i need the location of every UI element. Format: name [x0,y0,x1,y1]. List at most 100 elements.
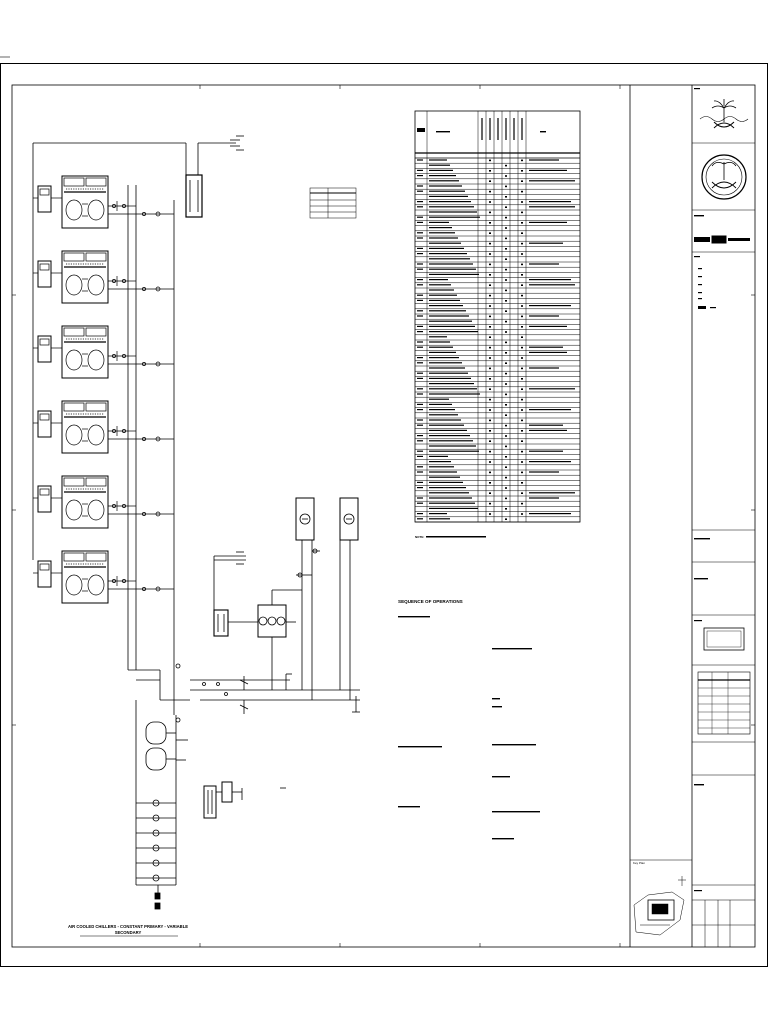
chiller-unit [33,325,174,379]
table-check-mark [521,492,523,494]
table-check-mark [489,159,491,162]
table-check-mark [521,253,523,255]
table-cell-mark [417,471,423,473]
table-check-mark [505,404,507,406]
table-check-mark [489,180,491,182]
table-check-mark [505,424,507,427]
table-cell-mark [417,169,423,171]
table-check-mark [505,310,507,312]
table-cell-mark [417,481,423,483]
table-check-mark [521,315,523,318]
table-cell-mark [529,461,571,463]
table-check-mark [521,367,523,370]
table-check-mark [505,393,507,396]
table-check-mark [489,336,491,338]
table-cell-mark [429,185,462,187]
table-cell-mark [429,518,450,520]
table-cell-mark [429,481,463,483]
table-cell-mark [429,175,456,177]
table-cell-mark [417,253,423,255]
table-check-mark [505,352,507,354]
table-check-mark [489,305,491,307]
table-check-mark [505,414,507,416]
table-cell-mark [529,284,575,286]
table-cell-mark [529,180,575,182]
table-cell-mark [529,325,567,327]
table-cell-mark [417,440,423,442]
table-check-mark [521,440,523,442]
table-check-mark [505,185,507,188]
table-check-mark [489,513,491,515]
table-cell-mark [417,221,423,223]
table-check-mark [489,315,491,318]
table-cell-mark [429,258,470,260]
table-cell-mark [429,414,458,416]
table-cell-mark [417,419,423,421]
table-check-mark [489,263,491,266]
table-cell-mark [417,175,423,177]
table-cell-mark [417,206,423,208]
table-check-mark [489,253,491,255]
table-cell-mark [429,388,477,390]
table-cell-mark [417,185,423,187]
table-check-mark [521,336,523,338]
table-check-mark [521,419,523,422]
table-check-mark [489,419,491,422]
table-check-mark [521,263,523,266]
table-check-mark [489,294,491,297]
table-cell-mark [429,325,475,327]
table-cell-mark [429,492,469,494]
table-check-mark [521,222,523,224]
table-check-mark [505,383,507,385]
sequence-text-blocks [398,616,540,840]
table-cell-mark [417,201,423,203]
table-check-mark [505,372,507,375]
table-check-mark [521,326,523,328]
table-check-mark [521,180,523,182]
table-check-mark [489,222,491,224]
table-check-mark [521,482,523,484]
table-cell-mark [429,429,467,431]
table-check-mark [505,497,507,500]
table-column-header-mark [505,118,507,140]
table-cell-text [417,118,575,520]
table-cell-mark [429,221,449,223]
table-check-mark [521,294,523,297]
table-check-mark [489,450,491,453]
table-cell-mark [429,502,475,504]
table-cell-mark [429,279,448,281]
table-cell-mark [429,440,473,442]
table-cell-mark [429,253,467,255]
table-cell-mark [529,497,559,499]
table-cell-mark [417,487,423,489]
table-cell-mark [529,471,559,473]
table-cell-mark [417,403,423,405]
table-cell-mark [429,201,471,203]
table-cell-mark [417,341,423,343]
title-block-text-marks [694,88,750,892]
table-cell-mark [417,372,423,374]
table-check-mark [521,305,523,307]
table-cell-mark [417,502,423,504]
table-check-mark [521,388,523,390]
table-cell-mark [417,518,423,520]
table-check-mark [521,502,523,505]
table-cell-mark [429,164,450,166]
table-cell-mark [529,242,563,244]
table-cell-mark [429,419,461,421]
table-check-mark [521,471,523,474]
table-column-header-mark [521,118,523,140]
table-cell-mark [417,450,423,452]
table-cell-mark [429,216,480,218]
table-note-label: NOTE: [415,535,424,539]
table-cell-mark [429,310,466,312]
points-list-table [414,110,581,523]
table-cell-mark [429,466,454,468]
table-column-header-mark [489,118,491,140]
table-cell-mark [429,227,452,229]
table-cell-mark [429,487,466,489]
table-cell-mark [429,507,478,509]
table-cell-mark [417,409,423,411]
table-check-mark [489,201,491,203]
